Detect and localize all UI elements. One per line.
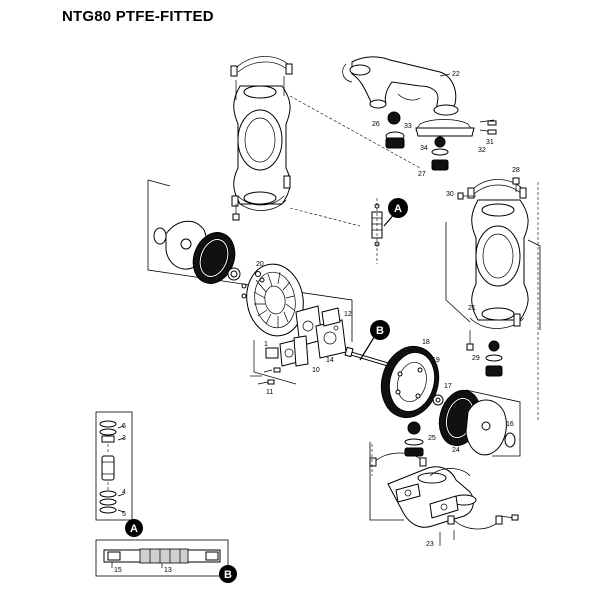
label-17: 17: [444, 383, 452, 390]
label-33: 33: [404, 123, 412, 130]
label-31: 31: [486, 139, 494, 146]
label-20: 20: [256, 261, 264, 268]
bottom-manifold: [387, 466, 477, 528]
label-21: 21: [468, 305, 476, 312]
callout-b-inset: B: [219, 565, 237, 583]
inset-shaft-cartridge: [95, 539, 229, 577]
top-manifold: [342, 56, 459, 116]
label-15: 15: [114, 567, 122, 574]
right-air-chamber: [380, 345, 440, 419]
center-cartridge: [371, 198, 383, 264]
left-chamber: [233, 76, 291, 205]
ball-check-26: [387, 111, 401, 125]
label-10: 10: [312, 367, 320, 374]
center-section: [265, 305, 347, 367]
label-4: 4: [122, 489, 126, 496]
top-clamp-left: [230, 56, 293, 77]
label-29: 29: [472, 355, 480, 362]
label-12: 12: [344, 311, 352, 318]
label-30: 30: [446, 191, 454, 198]
label-28: 28: [512, 167, 520, 174]
label-13: 13: [164, 567, 172, 574]
bottom-clamp-left: [231, 175, 291, 211]
label-23: 23: [426, 541, 434, 548]
label-26: 26: [372, 121, 380, 128]
label-32: 32: [478, 147, 486, 154]
label-11: 11: [266, 389, 273, 396]
svg-text:B: B: [224, 569, 232, 581]
label-19: 19: [432, 357, 440, 364]
left-diaphragm-set: [153, 220, 241, 284]
right-diaphragm-set: [432, 389, 516, 456]
part-number-labels: 22 26 33 31 32 34 27 28 30 20 12 1 10 11…: [114, 71, 520, 574]
label-1: 1: [264, 341, 268, 348]
label-34: 34: [420, 145, 428, 152]
label-25: 25: [428, 435, 436, 442]
svg-text:B: B: [376, 325, 384, 337]
callout-a-inset: A: [125, 519, 143, 537]
label-16: 16: [506, 421, 514, 428]
label-5: 5: [122, 511, 126, 518]
label-22: 22: [452, 71, 460, 78]
label-24: 24: [452, 447, 460, 454]
svg-text:A: A: [394, 203, 402, 215]
diagram-title: NTG80 PTFE-FITTED: [62, 8, 214, 25]
callout-b-mid: B: [370, 320, 390, 340]
top-clamp-right: [467, 179, 527, 199]
label-18: 18: [422, 339, 430, 346]
label-6: 6: [122, 423, 126, 430]
callout-a-top: A: [388, 198, 408, 218]
svg-text:A: A: [130, 523, 138, 535]
label-27: 27: [418, 171, 426, 178]
label-3: 3: [122, 435, 126, 442]
label-14: 14: [326, 357, 334, 364]
inset-seal-stack: [95, 411, 133, 521]
right-chamber: [471, 199, 529, 321]
